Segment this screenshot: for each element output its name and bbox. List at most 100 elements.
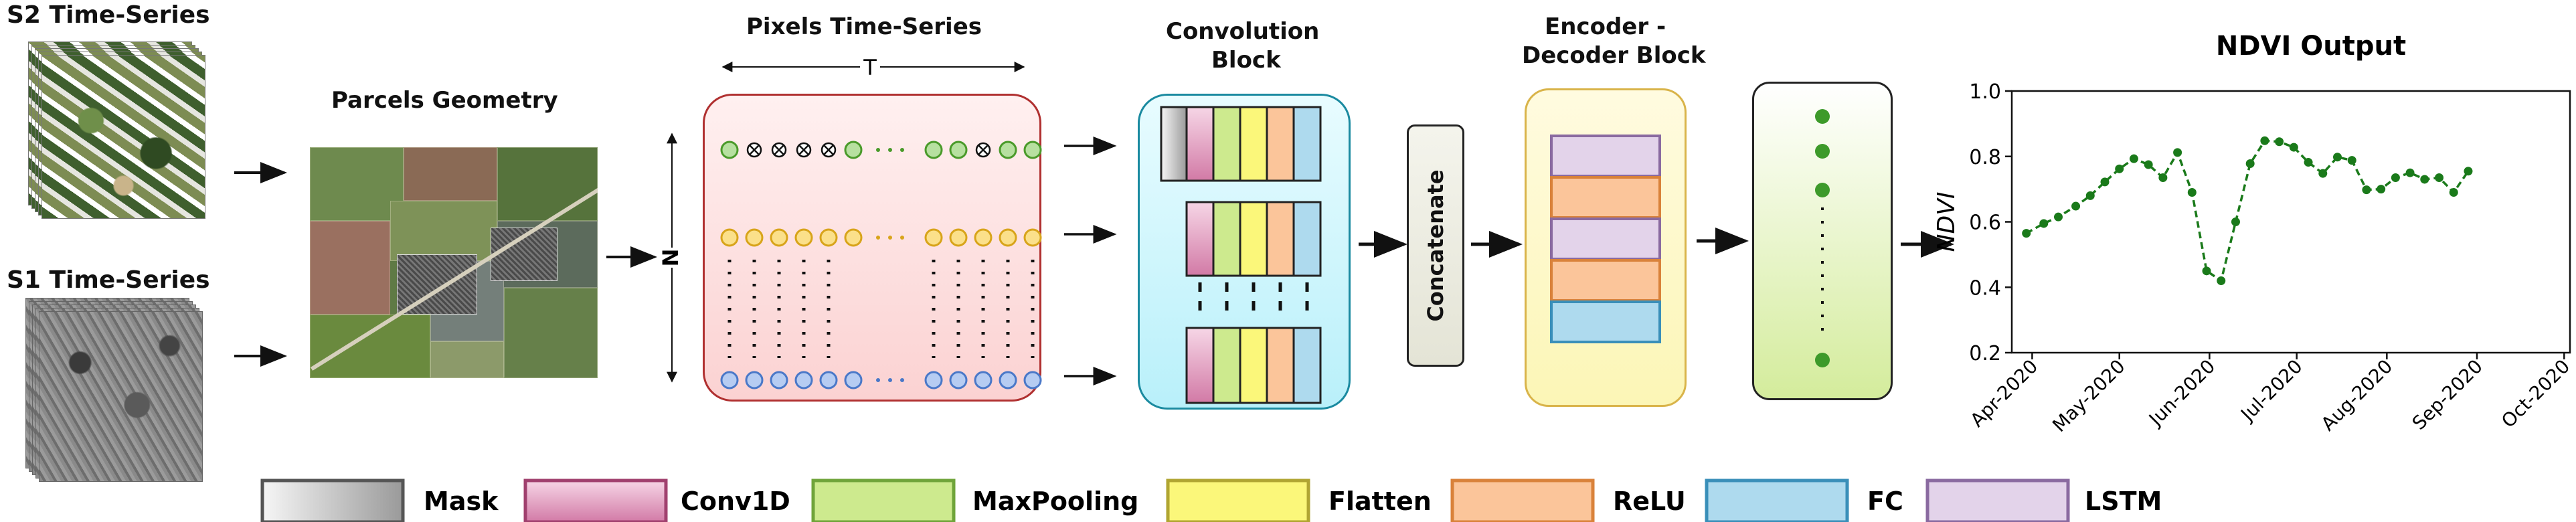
pixel: [819, 228, 838, 247]
pixel: [720, 141, 739, 159]
pixel: [924, 371, 943, 389]
pixel: [720, 228, 739, 247]
pixel: [974, 371, 993, 389]
ndvi-data-point: [2187, 188, 2197, 197]
parcels-geometry-image: [310, 147, 598, 378]
pixel: [745, 371, 764, 389]
legend-label: Flatten: [1328, 487, 1432, 516]
pixel: [999, 141, 1017, 159]
pixel-rows: [720, 141, 1042, 389]
parcel-field: [310, 147, 404, 221]
x-tick-label: Sep-2020: [2408, 355, 2487, 434]
pixel: [999, 371, 1017, 389]
pixel: [794, 371, 813, 389]
pixel: [949, 371, 968, 389]
pixel: [819, 371, 838, 389]
conv-title-line1: Convolution: [1166, 18, 1320, 45]
pixel: [949, 141, 968, 159]
encdec-layer-stack: [1550, 135, 1661, 343]
mask-cross: [978, 145, 989, 155]
ellipsis-dot: [888, 236, 892, 240]
conv-layer-flatten: [1239, 201, 1268, 277]
legend-label: MaxPooling: [972, 487, 1138, 516]
y-tick-label: 1.0: [1969, 80, 2001, 104]
ellipsis-dot: [888, 148, 892, 152]
ellipsis-dot: [888, 378, 892, 382]
pixel: [924, 141, 943, 159]
ndvi-data-point: [2304, 158, 2313, 167]
s1-image-layer: [39, 311, 203, 482]
ndvi-data-point: [2449, 188, 2458, 197]
fc-node: [1815, 144, 1830, 159]
x-tick-label: May-2020: [2048, 355, 2129, 436]
legend-label: ReLU: [1613, 487, 1686, 516]
mask-cross: [749, 145, 760, 155]
x-tick-label: Jul-2020: [2235, 355, 2306, 426]
ndvi-data-point: [2054, 212, 2063, 222]
legend-label: Conv1D: [681, 487, 790, 516]
pixel: [1023, 228, 1042, 247]
mask-cross: [774, 145, 784, 155]
legend-label: LSTM: [2085, 487, 2162, 516]
conv-layer-fc: [1292, 106, 1322, 182]
encdec-layer-lstm: [1550, 135, 1661, 177]
encdec-layer-lstm: [1550, 217, 1661, 260]
parcel-field: [430, 341, 504, 378]
ndvi-data-point: [2115, 164, 2124, 173]
pixel: [1023, 141, 1042, 159]
legend-swatch: [811, 478, 956, 522]
n-label: N: [658, 249, 683, 267]
fc-output-column: [1752, 82, 1893, 400]
s1-title: S1 Time-Series: [7, 266, 210, 294]
ellipsis-dot: [876, 148, 880, 152]
y-tick-label: 0.8: [1969, 146, 2001, 169]
x-tick-label: Oct-2020: [2497, 355, 2574, 432]
pixel: [949, 228, 968, 247]
pixel: [794, 228, 813, 247]
ndvi-data-point: [2071, 201, 2081, 211]
n-label-bg: [663, 248, 681, 268]
legend-swatch: [1705, 478, 1849, 522]
x-tick-label: Apr-2020: [1966, 355, 2043, 432]
x-tick-label: Jun-2020: [2144, 355, 2219, 431]
t-label-bg: [860, 58, 880, 76]
ndvi-data-point: [2318, 169, 2328, 178]
ndvi-data-point: [2173, 148, 2182, 157]
parcel-field: [497, 147, 598, 221]
ndvi-data-point: [2362, 185, 2371, 195]
legend-swatch: [523, 478, 668, 522]
ndvi-data-point: [2377, 185, 2386, 194]
y-axis-label: NDVI: [1933, 192, 1960, 252]
conv-layer-relu: [1266, 327, 1295, 404]
parcel-field: [404, 147, 497, 201]
ndvi-data-point: [2129, 154, 2138, 163]
encdec-title-line2: Decoder Block: [1522, 42, 1706, 69]
legend-swatch: [1166, 478, 1310, 522]
conv-layer-flatten: [1239, 106, 1268, 182]
conv-layer-conv1d: [1185, 201, 1215, 277]
conv-title-line2: Block: [1211, 47, 1281, 74]
legend-swatch: [1450, 478, 1595, 522]
y-tick-label: 0.4: [1969, 276, 2001, 300]
conv-layer-maxpooling: [1212, 201, 1241, 277]
ndvi-data-point: [2464, 167, 2473, 176]
ellipsis-dot: [900, 378, 904, 382]
t-label: T: [863, 55, 877, 80]
legend-label: FC: [1867, 487, 1903, 516]
ndvi-data-point: [2085, 191, 2095, 200]
parcels-title: Parcels Geometry: [331, 87, 558, 114]
ellipsis-dot: [900, 236, 904, 240]
parcel-field: [310, 221, 390, 315]
mask-cross: [798, 145, 809, 155]
conv-layer-fc: [1292, 327, 1322, 404]
ndvi-data-point: [2100, 177, 2110, 187]
pixels-title: Pixels Time-Series: [746, 13, 982, 40]
ndvi-data-point: [2391, 173, 2400, 183]
pixel: [999, 228, 1017, 247]
conv-layer-maxpooling: [1212, 106, 1241, 182]
pixel: [844, 371, 863, 389]
ndvi-data-point: [2275, 137, 2284, 147]
pixel: [770, 371, 788, 389]
